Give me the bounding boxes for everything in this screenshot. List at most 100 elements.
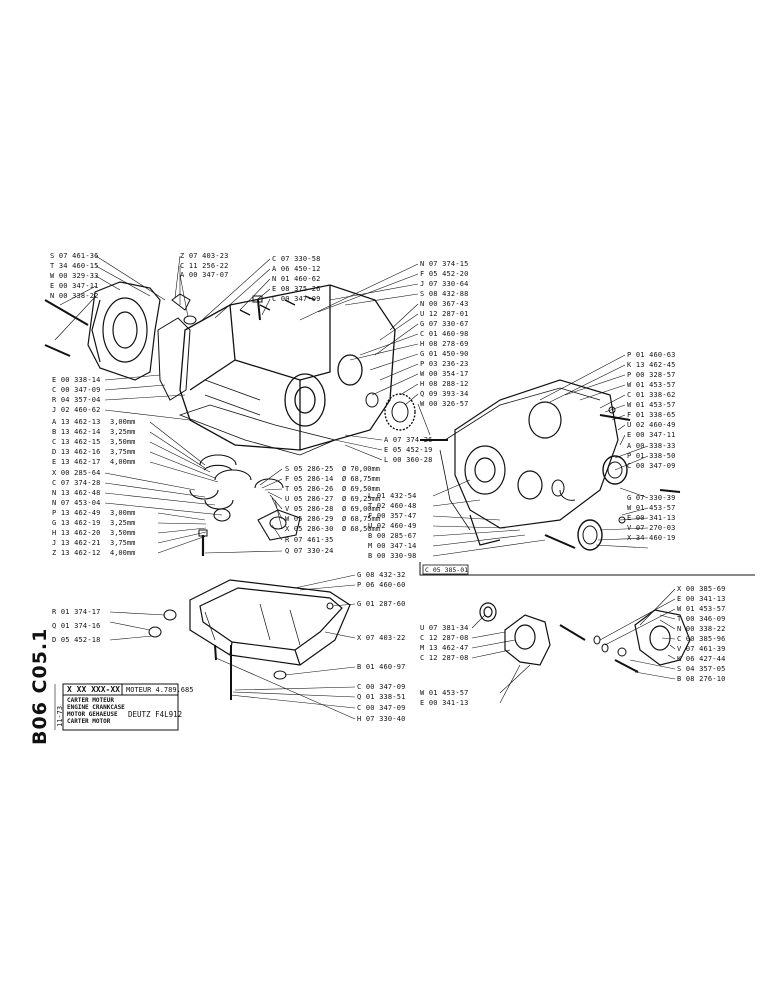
part-label: K 13 462-45 [627,361,676,369]
part-label: A 13 462-13 [52,418,101,426]
title-de: MOTOR GEHAEUSE [67,711,118,718]
part-label: A 07 374-26 [384,436,433,444]
part-label: P 00 328-57 [627,371,676,379]
part-label: V 07 461-39 [677,645,726,653]
part-label: F 01 338-65 [627,411,676,419]
part-label: U 02 460-49 [368,522,417,530]
part-label: V 07 270-03 [627,524,676,532]
part-label: K 06 427-44 [677,655,726,663]
part-label: J 13 462-21 [52,539,101,547]
part-label: N 00 338-22 [677,625,726,633]
part-label: T 02 460-48 [368,502,417,510]
part-label: P 06 460-60 [357,581,406,589]
part-label: E 08 375-26 [272,285,321,293]
part-label: B 00 330-98 [368,552,417,560]
title-list: CARTER MOTEUR ENGINE CRANKCASE MOTOR GEH… [67,697,125,725]
water-pump [634,609,691,666]
part-size: 3,75mm [110,448,136,456]
part-number: X XX XXX-XX [67,685,120,694]
part-label: H 08 288-12 [420,380,469,388]
part-label: W 00 354-17 [420,370,469,378]
part-label: Q 01 338-51 [357,693,406,701]
part-size: 3,75mm [110,539,136,547]
part-label: C 00 347-09 [52,386,101,394]
part-label: Q 01 374-16 [52,622,101,630]
oil-sump [189,579,351,666]
part-label: W 01 453-57 [627,401,676,409]
part-label: E 00 341-13 [627,514,676,522]
engine-block [179,284,396,451]
part-label: X 07 403-22 [357,634,406,642]
part-label: H 08 278-69 [420,340,469,348]
part-label: G 07 330-67 [420,320,469,328]
part-label: N 13 462-48 [52,489,101,497]
part-label: C 12 287-08 [420,634,469,642]
part-label: X 34 460-19 [627,534,676,542]
part-label: A 00 338-33 [627,442,676,450]
part-label: J 07 330-64 [420,280,469,288]
part-label: E 00 341-13 [420,699,469,707]
part-label: E 00 347-11 [50,282,99,290]
part-label: S 05 286-25 [285,465,334,473]
part-label: G 01 287-60 [357,600,406,608]
part-label: X 05 286-30 [285,525,334,533]
date-code: 11-73 [56,705,64,727]
part-label: C 01 338-62 [627,391,676,399]
part-label: W 01 453-57 [677,605,726,613]
part-size: Ø 68,75mm [342,475,380,483]
part-label: C 12 287-08 [420,654,469,662]
part-label: S 04 357-05 [677,665,726,673]
part-size: Ø 69,00mm [342,505,380,513]
part-label: R 01 374-17 [52,608,101,616]
part-label: P 01 460-63 [627,351,676,359]
part-label: H 13 462-20 [52,529,101,537]
part-label: Q 07 330-24 [285,547,334,555]
part-label: B 13 462-14 [52,428,101,436]
part-label: E 00 341-13 [677,595,726,603]
part-label: U 12 287-01 [420,310,469,318]
part-size: 3,50mm [110,529,136,537]
part-label: F 00 357-47 [368,512,417,520]
part-size: Ø 70,00mm [342,465,380,473]
part-label: N 00 338-22 [50,292,99,300]
part-label: W 01 453-57 [627,381,676,389]
part-label: W 05 286-29 [285,515,334,523]
part-size: 4,00mm [110,458,136,466]
part-label: T 00 346-09 [677,615,726,623]
part-label: D 13 462-16 [52,448,101,456]
part-label: C 11 256-22 [180,261,229,270]
part-label: T 05 286-26 [285,485,334,493]
part-label: Z 13 462-12 [52,549,101,557]
part-label: W 01 453-57 [420,689,469,697]
part-label: G 13 462-19 [52,519,101,527]
part-label: U 05 286-27 [285,495,334,503]
part-label: D 05 452-18 [52,636,101,644]
part-label: N 00 367-43 [420,300,469,308]
part-label: U 07 381-34 [420,624,469,632]
part-label: S 07 461-36 [50,252,99,260]
part-label: F 05 452-20 [420,270,469,278]
part-label: J 02 460-62 [52,406,101,414]
part-label: C 01 460-98 [420,330,469,338]
part-size: Ø 69,50mm [342,485,380,493]
part-label: C 13 462-15 [52,438,101,446]
part-size: 3,25mm [110,428,136,436]
part-label: G 01 450-90 [420,350,469,358]
part-label: W 00 326-57 [420,400,469,408]
part-label: F 05 286-14 [285,475,334,483]
title-fr: CARTER MOTEUR [67,697,114,704]
part-label: B 00 285-67 [368,532,417,540]
timing-cover [454,379,619,546]
part-label: S 08 432-88 [420,290,469,298]
part-label: C 00 347-09 [272,295,321,303]
part-label: E 00 347-11 [627,431,676,439]
part-label: R 04 357-04 [52,396,101,404]
part-size: 3,00mm [110,509,136,517]
part-label: C 07 374-28 [52,479,101,487]
part-size: Ø 68,75mm [342,515,380,523]
motor-label: MOTEUR 4.789.685 [126,686,194,694]
part-label: N 07 453-04 [52,499,101,507]
title-es: CARTER MOTOR [67,718,111,725]
part-label: W 01 453-57 [627,504,676,512]
